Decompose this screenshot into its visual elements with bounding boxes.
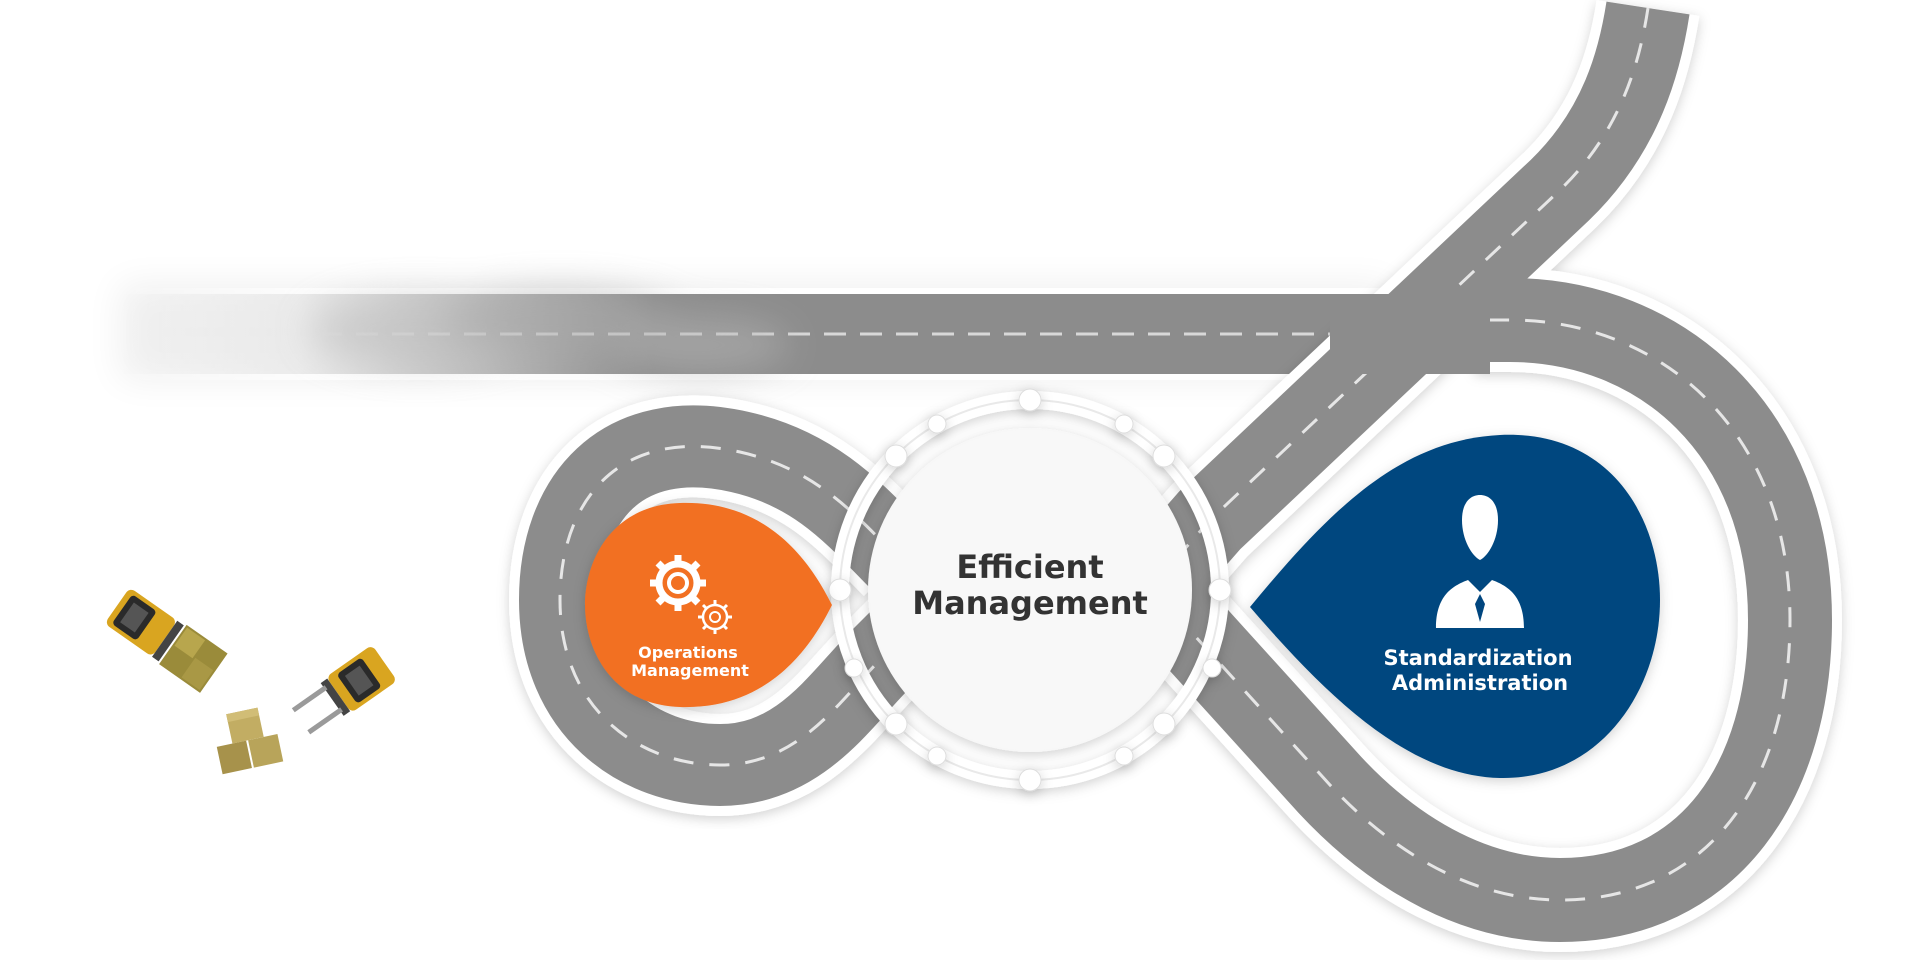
box-stack-icon <box>216 707 284 775</box>
center-title-line1: Efficient <box>956 548 1103 586</box>
operations-management-node: Operations Management <box>585 502 832 708</box>
gears-icon <box>650 555 732 634</box>
right-loop-road <box>1116 0 1842 952</box>
standardization-administration-node: Standardization Administration <box>1250 434 1660 779</box>
forklift-icon <box>106 589 228 693</box>
horizontal-road <box>120 284 1390 380</box>
hub-dots <box>828 388 1232 792</box>
operations-label-line2: Management <box>631 661 749 680</box>
standardization-label-line1: Standardization <box>1383 646 1572 670</box>
operations-label-line1: Operations <box>638 643 738 662</box>
businessman-icon <box>1436 495 1524 628</box>
center-title-line2: Management <box>912 584 1148 622</box>
smoke-cloud <box>310 290 790 373</box>
left-loop-road <box>509 395 942 816</box>
forklift-icon <box>291 647 395 735</box>
center-hub: Efficient Management <box>828 388 1232 792</box>
standardization-label-line2: Administration <box>1392 671 1568 695</box>
